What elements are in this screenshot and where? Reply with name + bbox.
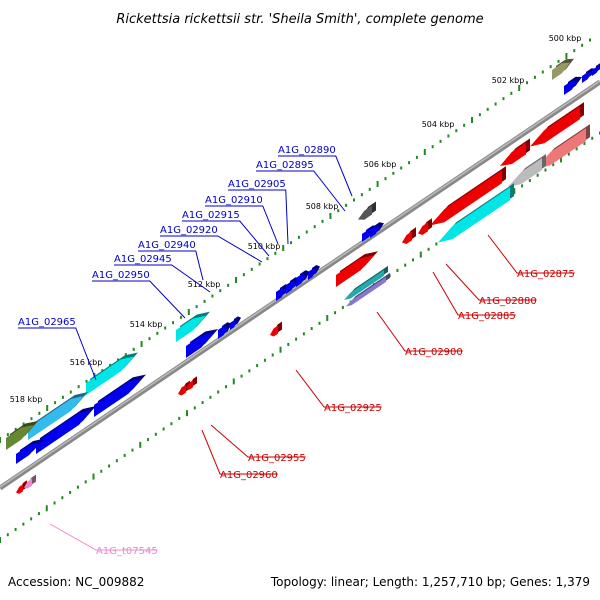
gene-red-left [16,484,23,494]
gene-a1g-02950-cyan [176,315,206,342]
gene-label-lower: A1G_t07545 [96,546,158,557]
gene-label-upper: A1G_02915 [182,210,240,221]
gene-label-lower: A1G_02885 [458,311,516,322]
gene-olive-518 [6,425,34,450]
gene-a1g-02945 [286,281,296,294]
accession-text: Accession: NC_009882 [8,575,144,589]
upper-label-leader [138,250,204,281]
upper-label-leader [228,189,289,245]
gene-a1g-02900c [346,276,386,307]
genome-backbone [0,79,600,491]
gene-blue-502kbp [564,80,578,95]
gene-a1g-02900 [336,255,374,287]
gene-a1g-02945b [296,274,306,287]
lower-label-leader [210,424,306,458]
upper-label-leader [205,205,279,245]
kbp-label: 504 kbp [422,120,455,129]
gene-blue-small [592,67,600,76]
kbp-label: 518 kbp [10,395,43,404]
map-title: Rickettsia rickettsii str. 'Sheila Smith… [116,12,483,27]
gene-label-upper: A1G_02945 [114,254,172,265]
gene-label-upper: A1G_02920 [160,225,218,236]
gene-a1g-02960 [186,380,193,390]
lower-label-leader [295,369,382,408]
gene-blue-518 [36,410,92,454]
upper-label-leader [278,155,353,197]
lower-label-leader [487,234,575,274]
gene-a1g-02965b [28,396,84,440]
gene-label-lower: A1G_02880 [479,296,537,307]
upper-label-leader [18,327,97,381]
gene-blue-small [582,72,592,83]
gene-olive-500kbp [552,62,570,80]
gene-a1g-02875b [536,128,586,169]
kbp-label: 506 kbp [364,160,397,169]
gene-a1g-02895b [370,226,380,238]
lower-label-leader [432,271,516,316]
gene-blue-514 [218,326,228,339]
gene-label-upper: A1G_02895 [256,160,314,171]
gene-label-upper: A1G_02965 [18,317,76,328]
label-leader-lines [18,155,575,551]
lower-label-leader [445,263,537,301]
gene-blue-518b [16,442,40,464]
lower-label-leader [201,429,278,475]
gene-a1g-02925 [270,325,278,337]
kbp-label: 508 kbp [306,202,339,211]
gene-label-upper: A1G_02905 [228,179,286,190]
gene-a1g-02880b [508,157,542,187]
lower-label-leader [376,311,463,352]
kbp-label: 514 kbp [130,320,163,329]
gene-label-lower: A1G_02900 [405,347,463,358]
gene-label-lower: A1G_02875 [517,269,575,280]
gene-label-lower: A1G_02955 [248,453,306,464]
upper-label-leader [182,220,270,257]
gene-a1g-02950 [308,269,316,280]
gene-red-506b [402,231,412,244]
kbp-scale: 500 kbp 502 kbp 504 kbp 506 kbp 508 kbp 510 k… [10,34,582,404]
gene-a1g-02890 [358,205,372,220]
gene-a1g-02950-blue [186,333,214,358]
gene-a1g-02875 [530,106,580,147]
gene-blue-514b [230,320,237,330]
gene-a1g-02955 [178,384,186,396]
gene-label-upper: A1G_02890 [278,145,336,156]
gene-a1g-02940 [276,288,286,301]
gene-a1g-t07545 [24,478,32,489]
lower-label-leader [49,523,158,551]
gene-a1g-02880 [500,142,526,166]
upper-label-leader [114,264,211,293]
gene-a1g-02965-cyan [86,356,134,395]
gene-a1g-02885 [430,170,502,226]
gene-label-upper: A1G_02950 [92,270,150,281]
gene-a1g-02900b [344,269,384,300]
genome-summary-text: Topology: linear; Length: 1,257,710 bp; … [270,575,590,589]
gene-label-lower: A1G_02960 [220,470,278,481]
kbp-label: 510 kbp [248,242,281,251]
kbp-label: 516 kbp [70,358,103,367]
upper-label-leader [92,280,186,319]
gene-features [6,58,600,494]
upper-label-leader [160,235,263,263]
gene-labels: A1G_02890A1G_02895A1G_02905A1G_02910A1G_… [18,145,575,557]
kbp-label: 512 kbp [188,280,221,289]
kbp-label: 502 kbp [492,76,525,85]
kbp-label: 500 kbp [549,34,582,43]
gene-red-506 [418,222,428,235]
upper-label-leader [256,170,346,212]
gene-a1g-02885b [438,187,510,243]
gene-label-lower: A1G_02925 [324,403,382,414]
gene-label-upper: A1G_02910 [205,195,263,206]
gene-label-upper: A1G_02940 [138,240,196,251]
gene-a1g-02965-blue [94,378,142,417]
